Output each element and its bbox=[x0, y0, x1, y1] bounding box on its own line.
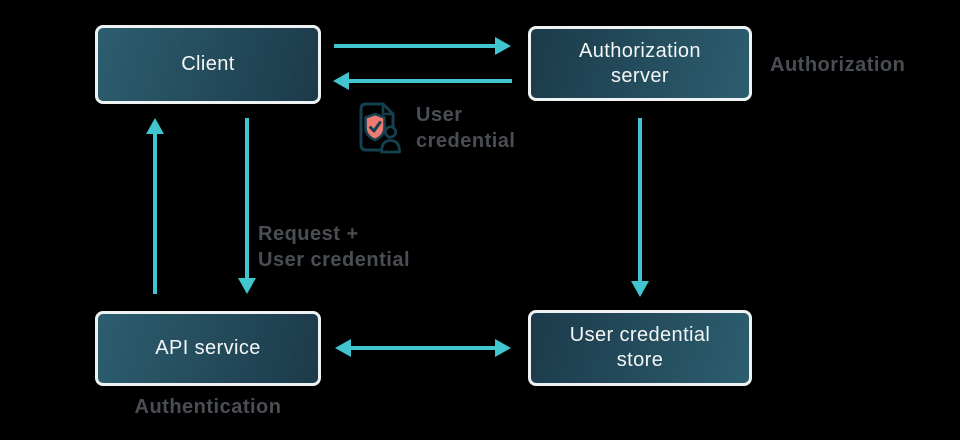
arrow-authorization-server-to-credential-store bbox=[631, 118, 649, 297]
user-credential-document-shield-icon bbox=[359, 102, 401, 154]
arrow-authorization-server-to-client bbox=[333, 72, 512, 90]
annotation-request-user-credential: Request + User credential bbox=[258, 223, 411, 271]
annotation-authentication: Authentication bbox=[134, 396, 282, 418]
node-client: Client bbox=[88, 19, 321, 110]
node-user-credential-store: User credential store bbox=[528, 304, 759, 392]
node-api-service-label: API service bbox=[155, 337, 261, 359]
arrow-api-service-to-client bbox=[146, 118, 164, 294]
node-authorization-server: Authorization server bbox=[528, 20, 759, 107]
node-client-label: Client bbox=[181, 53, 235, 75]
arrow-client-to-authorization-server bbox=[334, 37, 511, 55]
node-api-service: API service bbox=[88, 305, 321, 392]
arrow-api-service-credential-store-bidirectional bbox=[335, 339, 511, 357]
annotation-authorization: Authorization bbox=[770, 54, 906, 76]
node-user-credential-store-label: User credential store bbox=[569, 324, 711, 371]
node-authorization-server-label: Authorization server bbox=[579, 39, 701, 87]
arrow-client-to-api-service bbox=[238, 118, 256, 294]
annotation-user-credential: User credential bbox=[416, 104, 516, 152]
